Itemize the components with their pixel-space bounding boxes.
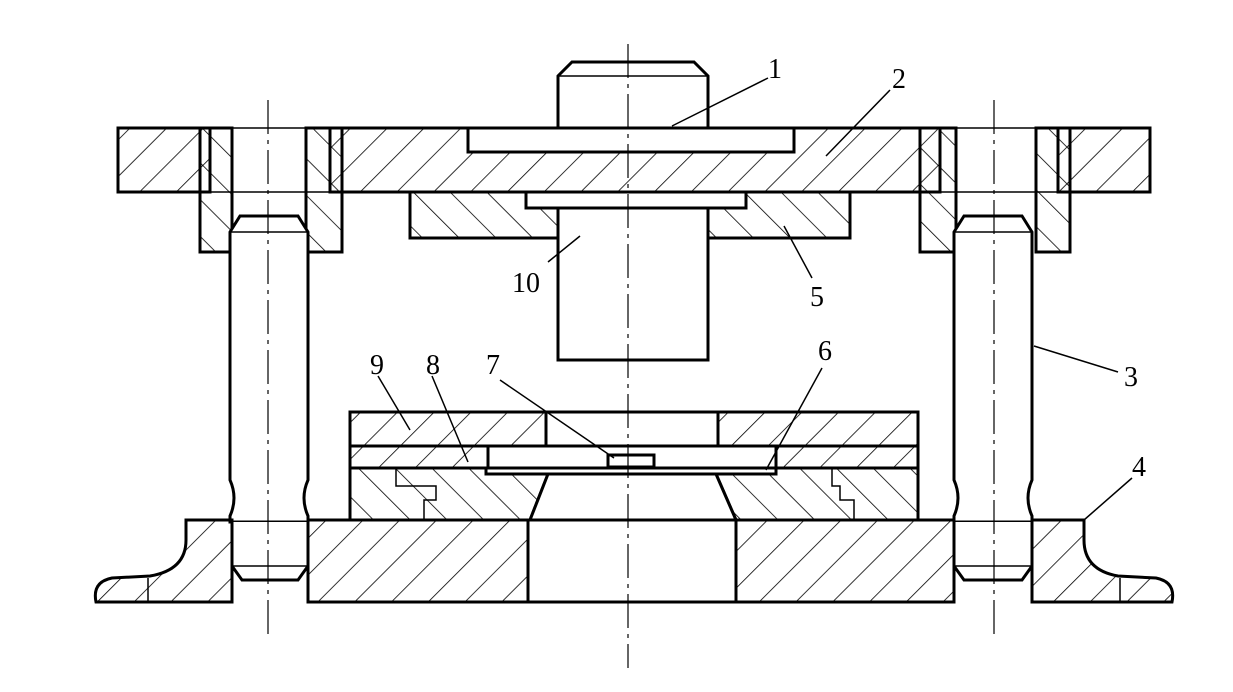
upper-plate-left-flange (116, 126, 212, 194)
lower-plate-left-ear (93, 518, 234, 604)
lower-plate-right-section (734, 518, 956, 604)
upper-plate-right-flange (1056, 126, 1152, 194)
lower-die-plate (93, 518, 1175, 604)
leader-10 (547, 235, 581, 263)
guide-plate-right (774, 444, 920, 470)
label-2: 2 (892, 64, 906, 95)
leader-4 (1083, 477, 1133, 521)
die-right-half (713, 466, 920, 522)
guide-plate-left (348, 444, 490, 470)
punch (556, 206, 710, 362)
punch-clearance (544, 410, 720, 448)
right-post-lower (952, 522, 1034, 582)
label-3: 3 (1124, 362, 1138, 393)
shank-head (556, 60, 710, 130)
left-guide-post (228, 214, 310, 582)
label-7: 7 (486, 350, 500, 381)
die-opening (527, 472, 739, 522)
stripper-plate (348, 410, 920, 448)
die-shank (556, 60, 710, 130)
label-4: 4 (1132, 452, 1146, 483)
left-bushing-wall-outer (198, 126, 234, 254)
right-guide-post (952, 214, 1034, 582)
label-6: 6 (818, 336, 832, 367)
leader-9 (377, 375, 411, 431)
right-bushing-wall-inner (918, 126, 958, 254)
leader-5 (783, 225, 813, 279)
right-post-body (952, 214, 1034, 524)
lower-plate-left-section (306, 518, 530, 604)
leader-3 (1033, 345, 1119, 373)
left-guide-bushing (198, 126, 344, 254)
left-bushing-wall-inner (304, 126, 344, 254)
leader-7 (499, 379, 615, 459)
right-bushing-wall-outer (1034, 126, 1072, 254)
stripper-right (716, 410, 920, 448)
die-block (348, 466, 920, 522)
workpiece (606, 453, 656, 469)
left-post-lower (230, 522, 310, 582)
part-labels: 1 2 3 4 5 6 7 8 9 10 (370, 54, 1146, 483)
leader-2 (825, 89, 891, 157)
label-5: 5 (810, 282, 824, 313)
upper-die-plate (116, 126, 1152, 194)
slug-clearance-hole (526, 518, 738, 604)
stripper-left (348, 410, 548, 448)
leader-8 (431, 375, 469, 463)
die-left-step (395, 468, 437, 520)
leader-1 (671, 77, 769, 127)
leader-lines (377, 77, 1133, 521)
punch-head-recess (524, 190, 748, 210)
die-right-step (831, 468, 855, 520)
left-post-body (228, 214, 310, 524)
leader-6 (765, 367, 823, 471)
label-8: 8 (426, 350, 440, 381)
right-guide-bushing (918, 126, 1072, 254)
die-left-half (348, 466, 551, 522)
shank-flange-recess (466, 126, 796, 154)
lower-plate-right-ear (1030, 518, 1175, 604)
label-10: 10 (512, 268, 540, 299)
label-9: 9 (370, 350, 384, 381)
label-1: 1 (768, 54, 782, 85)
